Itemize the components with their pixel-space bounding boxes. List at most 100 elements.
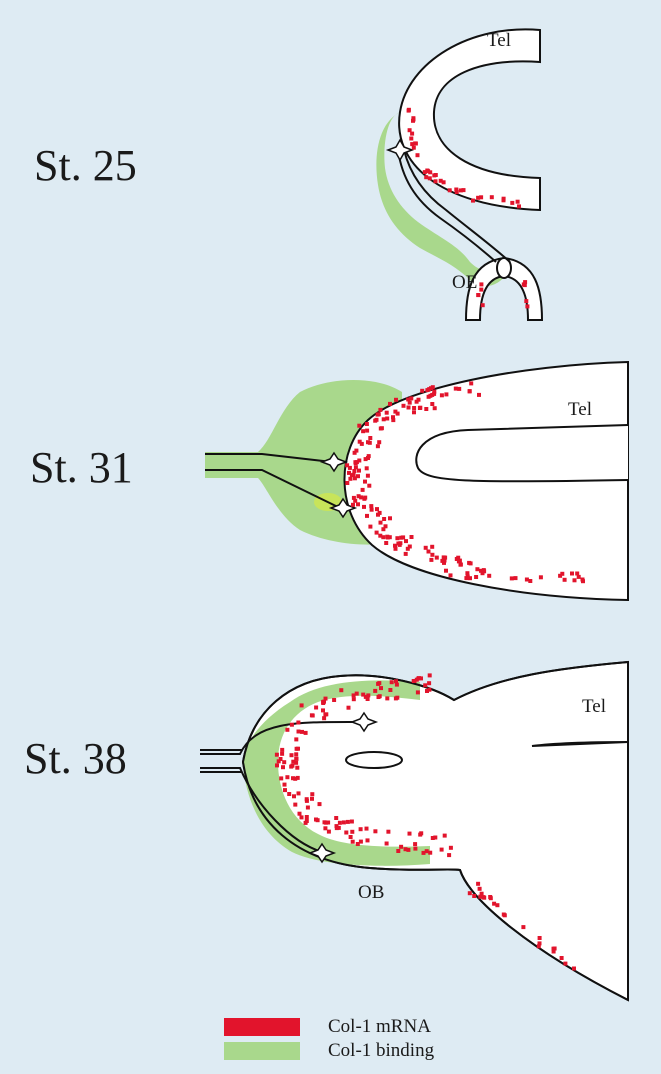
- mrna-dot: [326, 821, 330, 825]
- mrna-dot: [502, 197, 506, 201]
- mrna-dot: [476, 196, 480, 200]
- mrna-dot: [310, 713, 314, 717]
- mrna-dot: [396, 412, 400, 416]
- mrna-dot: [492, 902, 496, 906]
- mrna-dot: [342, 820, 346, 824]
- mrna-dot: [304, 731, 308, 735]
- mrna-dot: [412, 146, 416, 150]
- mrna-dot: [345, 481, 349, 485]
- mrna-dot: [281, 765, 285, 769]
- mrna-dot: [327, 830, 331, 834]
- mrna-dot: [347, 706, 351, 710]
- mrna-dot: [572, 967, 576, 971]
- mrna-dot: [510, 576, 514, 580]
- mrna-dot: [408, 401, 412, 405]
- mrna-dot: [379, 686, 383, 690]
- mrna-dot: [375, 507, 379, 511]
- mrna-dot: [378, 694, 382, 698]
- mrna-dot: [407, 406, 411, 410]
- mrna-dot: [395, 696, 399, 700]
- mrna-dot: [528, 579, 532, 583]
- mrna-dot: [355, 692, 359, 696]
- mrna-dot: [431, 385, 435, 389]
- panel-st31: [205, 362, 628, 600]
- mrna-dot: [447, 853, 451, 857]
- mrna-dot: [385, 417, 389, 421]
- mrna-dot: [396, 849, 400, 853]
- mrna-dot: [394, 398, 398, 402]
- mrna-dot: [449, 573, 453, 577]
- mrna-dot: [410, 142, 414, 146]
- mrna-dot: [390, 680, 394, 684]
- mrna-dot: [296, 776, 300, 780]
- mrna-dot: [472, 894, 476, 898]
- mrna-dot: [363, 480, 367, 484]
- mrna-dot: [294, 757, 298, 761]
- mrna-dot: [365, 429, 369, 433]
- mrna-dot: [581, 579, 585, 583]
- mrna-dot: [356, 502, 360, 506]
- mrna-dot: [380, 426, 384, 430]
- mrna-dot: [369, 504, 373, 508]
- mrna-dot: [409, 137, 413, 141]
- mrna-dot: [297, 791, 301, 795]
- mrna-dot: [353, 499, 357, 503]
- st31-ventricle: [416, 425, 628, 481]
- mrna-dot: [377, 440, 381, 444]
- mrna-dot: [427, 688, 431, 692]
- mrna-dot: [322, 716, 326, 720]
- mrna-dot: [471, 199, 475, 203]
- mrna-dot: [402, 404, 406, 408]
- mrna-dot: [293, 803, 297, 807]
- mrna-dot: [351, 840, 355, 844]
- mrna-dot: [381, 527, 385, 531]
- mrna-dot: [370, 508, 374, 512]
- mrna-dot: [296, 747, 300, 751]
- mrna-dot: [373, 829, 377, 833]
- mrna-dot: [537, 944, 541, 948]
- mrna-dot: [428, 170, 432, 174]
- mrna-dot: [352, 469, 356, 473]
- mrna-dot: [290, 753, 294, 757]
- mrna-dot: [423, 683, 427, 687]
- mrna-dot: [475, 567, 479, 571]
- mrna-dot: [401, 535, 405, 539]
- stage-label-st25: St. 25: [34, 140, 137, 191]
- mrna-dot: [280, 752, 284, 756]
- mrna-dot: [524, 299, 528, 303]
- mrna-dot: [440, 848, 444, 852]
- mrna-dot: [424, 175, 428, 179]
- mrna-dot: [408, 128, 412, 132]
- mrna-dot: [385, 411, 389, 415]
- mrna-dot: [388, 688, 392, 692]
- mrna-dot: [314, 706, 318, 710]
- mrna-dot: [488, 895, 492, 899]
- mrna-dot: [310, 797, 314, 801]
- mrna-dot: [350, 820, 354, 824]
- mrna-dot: [406, 547, 410, 551]
- mrna-dot: [394, 679, 398, 683]
- mrna-dot: [479, 282, 483, 286]
- mrna-dot: [449, 846, 453, 850]
- mrna-dot: [424, 546, 428, 550]
- stage-label-st38: St. 38: [24, 733, 127, 784]
- mrna-dot: [350, 830, 354, 834]
- mrna-dot: [306, 806, 310, 810]
- mrna-dot: [275, 763, 279, 767]
- mrna-dot: [310, 792, 314, 796]
- mrna-dot: [382, 517, 386, 521]
- region-label-ob-st38: OB: [358, 882, 384, 904]
- legend-swatch-binding: [224, 1042, 300, 1060]
- mrna-dot: [356, 842, 360, 846]
- mrna-dot: [563, 578, 567, 582]
- mrna-dot: [377, 681, 381, 685]
- mrna-dot: [563, 962, 567, 966]
- mrna-dot: [539, 575, 543, 579]
- mrna-dot: [385, 535, 389, 539]
- mrna-dot: [482, 569, 486, 573]
- mrna-dot: [510, 201, 514, 205]
- mrna-dot: [316, 818, 320, 822]
- mrna-dot: [300, 815, 304, 819]
- mrna-dot: [448, 188, 452, 192]
- mrna-dot: [379, 521, 383, 525]
